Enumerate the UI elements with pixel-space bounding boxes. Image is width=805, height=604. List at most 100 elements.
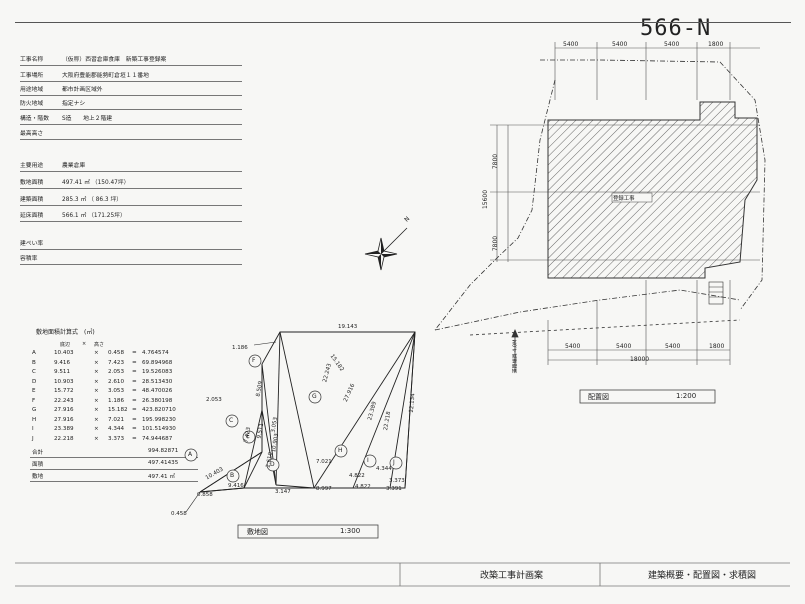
calc-result: 26.380198 xyxy=(142,397,173,404)
dim-bottom-3: 5400 xyxy=(665,343,681,350)
calc-base: 15.772 xyxy=(54,388,74,394)
calc-height: 3.053 xyxy=(108,388,125,394)
plot-region-letter: H xyxy=(338,447,343,454)
dim-top-2: 5400 xyxy=(612,41,628,48)
plot-region-letter: E xyxy=(246,433,250,440)
calc-result: 101.514930 xyxy=(142,426,176,432)
layout-scale: 1:200 xyxy=(676,392,697,400)
calc-header-times: × xyxy=(82,341,87,347)
calc-times: × xyxy=(94,407,99,413)
footer-project: 改築工事計画案 xyxy=(480,571,544,581)
info-label: 用途地域 xyxy=(20,87,44,93)
dim-left-2: 15600 xyxy=(482,189,490,210)
calc-base: 10.903 xyxy=(54,378,74,385)
plot-region-markers xyxy=(184,354,403,483)
dim-bottom-1: 5400 xyxy=(565,343,581,350)
road-marker xyxy=(511,328,519,372)
plot-segment-length: 0.458 xyxy=(171,511,187,517)
calc-base: 22.243 xyxy=(54,397,74,404)
calc-id: F xyxy=(32,397,36,404)
calc-equals: = xyxy=(132,359,137,366)
dim-left-3: 7800 xyxy=(492,235,500,252)
plot-segment-length: 3.373 xyxy=(389,478,405,484)
calc-base: 27.916 xyxy=(54,416,74,423)
info-row: 工事場所大阪府豊能郡能勢町倉垣１１番地 xyxy=(20,68,242,82)
plot-segment-length: 1.186 xyxy=(232,345,248,351)
calc-base: 10.403 xyxy=(54,350,74,356)
info-row: 防火地域指定ナシ xyxy=(20,96,242,110)
info-value: 指定ナシ xyxy=(62,101,86,107)
info-label: 主要用途 xyxy=(20,163,44,169)
plot-region-letter: A xyxy=(188,451,193,458)
calc-total-row: 面積 497.41435 xyxy=(30,460,198,470)
site-area-title-box xyxy=(237,524,379,539)
info-row: 用途地域 都市計画区域外 xyxy=(20,82,242,96)
sheet-number: 566-N xyxy=(640,16,712,41)
calc-height: 2.610 xyxy=(108,378,125,385)
calc-times: × xyxy=(94,397,99,404)
calc-header-height: 高さ xyxy=(94,342,105,348)
plot-segment-length: 2.053 xyxy=(206,397,222,403)
info-value: 農業倉庫 xyxy=(62,163,86,169)
dim-left-1: 7800 xyxy=(492,153,500,170)
calc-base: 23.389 xyxy=(54,426,74,432)
calc-times: × xyxy=(94,388,99,394)
plot-segment-length: 3.391 xyxy=(386,486,402,492)
calc-times: × xyxy=(94,426,99,432)
calc-total-label: 面積 xyxy=(32,462,44,468)
calc-result: 28.513430 xyxy=(142,378,173,385)
area-calc-title: 敷地面積計算式 (㎡) xyxy=(36,329,95,336)
calc-times: × xyxy=(94,435,99,442)
calc-total-row: 合計 994.82871 xyxy=(30,448,198,458)
info-label: 延床面積 xyxy=(20,213,44,219)
info-label: 建築面積 xyxy=(20,197,44,203)
plot-segment-length: 9.416 xyxy=(228,483,244,489)
info-value: 都市計画区域外 xyxy=(62,87,103,93)
plot-region-letter: D xyxy=(270,461,275,468)
calc-id: J xyxy=(32,435,34,442)
calc-base: 27.916 xyxy=(54,407,74,413)
calc-id: E xyxy=(32,388,36,394)
calc-id: A xyxy=(32,350,36,356)
plot-segment-length: 4.344 xyxy=(376,466,392,472)
dim-bottom-2: 5400 xyxy=(616,343,632,350)
plot-triangulation xyxy=(185,331,416,513)
calc-result: 4.764574 xyxy=(142,350,169,356)
dim-top-4: 1800 xyxy=(708,41,724,48)
plot-segment-length: 19.143 xyxy=(338,324,358,330)
calc-total-value: 994.82871 xyxy=(148,448,179,454)
info-value: 497.41 ㎡ （150.47坪） xyxy=(62,180,130,186)
calc-height: 1.186 xyxy=(108,397,125,404)
info-value: （仮称）西習倉庫食庫 新築工事登録案 xyxy=(62,57,167,63)
calc-height: 7.423 xyxy=(108,359,125,366)
info-row: 主要用途 農業倉庫 xyxy=(20,158,242,172)
calc-equals: = xyxy=(132,369,137,375)
plot-segment-length: 7.021 xyxy=(316,459,332,465)
top-border xyxy=(15,22,791,23)
dim-top-1: 5400 xyxy=(563,41,579,48)
info-label: 構造・階数 xyxy=(20,116,49,122)
calc-total-value: 497.41435 xyxy=(148,460,179,466)
plot-segment-length: 4.822 xyxy=(355,484,371,490)
calc-height: 15.182 xyxy=(108,407,128,413)
dim-total-bottom: 18000 xyxy=(630,356,650,363)
calc-header-base: 底辺 xyxy=(60,342,71,348)
calc-equals: = xyxy=(132,350,137,356)
footer-drawing: 建築概要・配置図・求積図 xyxy=(648,571,757,581)
plot-region-letter: I xyxy=(367,457,369,464)
dim-top-3: 5400 xyxy=(664,41,680,48)
info-row: 工事名称（仮称）西習倉庫食庫 新築工事登録案 xyxy=(20,52,242,66)
north-arrow xyxy=(364,227,408,271)
calc-total-label: 合計 xyxy=(32,450,44,456)
info-label: 敷地面積 xyxy=(20,180,44,186)
calc-equals: = xyxy=(132,388,137,394)
